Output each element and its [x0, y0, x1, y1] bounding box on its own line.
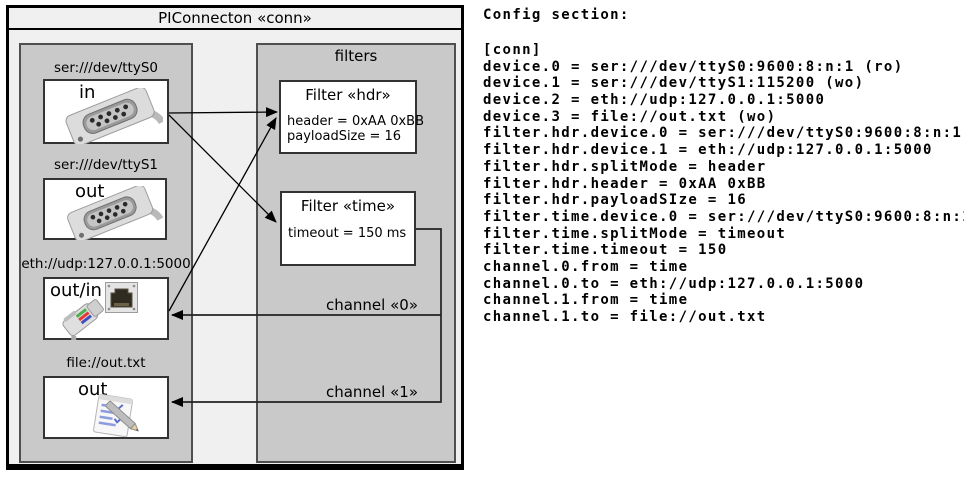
filter-box-hdr: Filter «hdr» header = 0xAA 0xBB payloadS…	[279, 80, 424, 154]
device-box-eth: out/in	[43, 277, 169, 340]
config-heading: Config section:	[483, 7, 630, 23]
ethernet-port-icon	[105, 282, 138, 313]
device-io-label: out/in	[50, 280, 102, 301]
connector-title: PIConnecton «conn»	[158, 9, 312, 27]
config-line: filter.time.timeout = 150	[483, 242, 728, 259]
config-line: filter.hdr.splitMode = header	[483, 158, 767, 175]
filter-param: header = 0xAA 0xBB	[287, 114, 425, 129]
serial-db9-icon	[65, 88, 163, 144]
config-line: filter.hdr.device.1 = eth://udp:127.0.0.…	[483, 142, 933, 159]
config-line: filter.hdr.device.0 = ser:///dev/ttyS0:9…	[483, 125, 963, 142]
serial-db9-icon	[67, 186, 163, 240]
config-line: device.1 = ser:///dev/ttyS1:115200 (wo)	[483, 75, 865, 92]
device-box-file: out	[43, 376, 169, 439]
device-box-ttys1: out	[43, 178, 167, 240]
device-url-label: eth://udp:127.0.0.1:5000	[21, 256, 191, 272]
device-url-label: ser:///dev/ttyS0	[54, 60, 158, 76]
config-section: Config section: [conn] device.0 = ser://…	[483, 7, 964, 326]
filter-title: Filter «hdr»	[305, 86, 391, 104]
device-box-ttys0: in	[43, 79, 169, 144]
config-line: filter.hdr.payloadSIze = 16	[483, 192, 748, 209]
config-line: channel.0.from = time	[483, 258, 689, 275]
config-line: channel.0.to = eth://udp:127.0.0.1:5000	[483, 275, 865, 292]
filter-param: timeout = 150 ms	[288, 226, 407, 241]
config-line: channel.1.from = time	[483, 292, 689, 309]
config-line: filter.time.device.0 = ser:///dev/ttyS0:…	[483, 208, 964, 225]
config-line: filter.time.splitMode = timeout	[483, 225, 787, 242]
filter-box-time: Filter «time» timeout = 150 ms	[280, 191, 416, 266]
config-line: [conn]	[483, 42, 542, 58]
config-line: device.2 = eth://udp:127.0.0.1:5000	[483, 92, 826, 109]
device-io-label: out	[75, 181, 105, 202]
filters-panel-label: filters	[334, 47, 378, 65]
config-line: device.3 = file://out.txt (wo)	[483, 108, 777, 125]
device-url-label: file://out.txt	[66, 355, 146, 371]
device-url-label: ser:///dev/ttyS1	[54, 157, 158, 173]
ethernet-cable-icon	[62, 299, 104, 340]
config-line: channel.1.to = file://out.txt	[483, 309, 767, 325]
title-separator	[8, 28, 462, 30]
channel-1-label: channel «1»	[325, 383, 418, 401]
config-lines: [conn] device.0 = ser:///dev/ttyS0:9600:…	[483, 42, 964, 326]
filter-param: payloadSize = 16	[287, 129, 402, 144]
config-line: device.0 = ser:///dev/ttyS0:9600:8:n:1 (…	[483, 58, 904, 75]
config-line: filter.hdr.header = 0xAA 0xBB	[483, 175, 767, 192]
filter-title: Filter «time»	[300, 197, 396, 215]
device-io-label: in	[79, 82, 96, 103]
channel-0-label: channel «0»	[325, 296, 418, 314]
notepad-pencil-icon	[93, 393, 139, 438]
